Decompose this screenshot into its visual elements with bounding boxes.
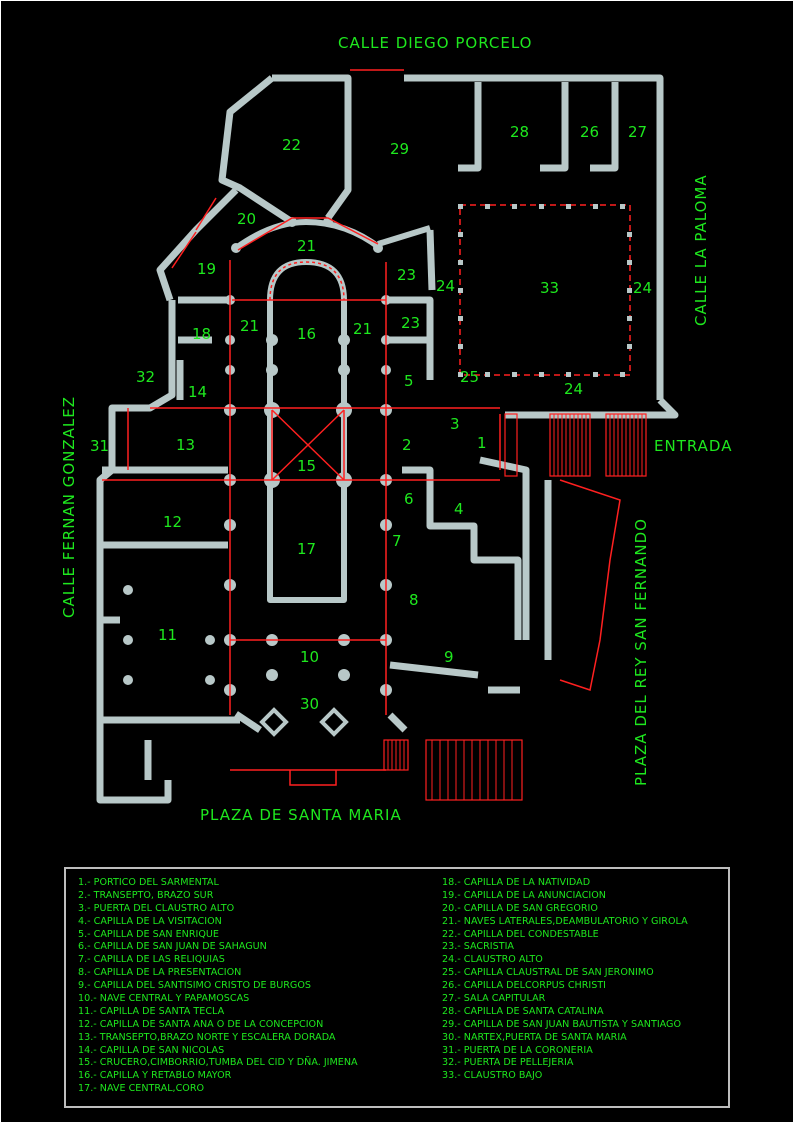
street-east: CALLE LA PALOMA xyxy=(692,174,710,326)
legend-item: 11.- CAPILLA DE SANTA TECLA xyxy=(78,1005,225,1017)
room-14: 14 xyxy=(188,383,207,401)
legend-item: 9.- CAPILLA DEL SANTISIMO CRISTO DE BURG… xyxy=(78,980,311,992)
legend-item: 21.- NAVES LATERALES,DEAMBULATORIO Y GIR… xyxy=(442,915,688,927)
room-12: 12 xyxy=(163,513,182,531)
legend-item: 17.- NAVE CENTRAL,CORO xyxy=(78,1083,205,1095)
legend-item: 20.- CAPILLA DE SAN GREGORIO xyxy=(442,902,598,914)
room-27: 27 xyxy=(628,123,647,141)
room-32: 32 xyxy=(136,368,155,386)
legend-item: 14.- CAPILLA DE SAN NICOLAS xyxy=(78,1044,225,1056)
room-number-labels: 1 2 3 4 5 6 7 8 9 10 11 12 13 14 15 16 1… xyxy=(90,123,652,713)
legend-item: 6.- CAPILLA DE SAN JUAN DE SAHAGUN xyxy=(78,941,267,953)
legend-item: 7.- CAPILLA DE LAS RELIQUIAS xyxy=(78,954,225,966)
street-southeast: PLAZA DEL REY SAN FERNANDO xyxy=(632,518,650,786)
legend-item: 23.- SACRISTIA xyxy=(442,941,514,953)
room-1: 1 xyxy=(477,434,487,452)
room-20: 20 xyxy=(237,210,256,228)
legend-item: 24.- CLAUSTRO ALTO xyxy=(442,954,543,966)
legend-item: 32.- PUERTA DE PELLEJERIA xyxy=(442,1057,574,1069)
room-4: 4 xyxy=(454,500,464,518)
stair-treads xyxy=(387,414,643,800)
room-5: 5 xyxy=(404,372,414,390)
room-23: 23 xyxy=(401,314,420,332)
room-29: 29 xyxy=(390,140,409,158)
legend-item: 27.- SALA CAPITULAR xyxy=(442,993,546,1005)
street-south: PLAZA DE SANTA MARIA xyxy=(200,806,402,824)
room-21-left: 21 xyxy=(240,317,259,335)
street-west: CALLE FERNAN GONZALEZ xyxy=(60,396,78,618)
entrance-label: ENTRADA xyxy=(654,437,733,455)
street-north: CALLE DIEGO PORCELO xyxy=(338,34,533,52)
legend-item: 16.- CAPILLA Y RETABLO MAYOR xyxy=(78,1070,232,1082)
legend-item: 19.- CAPILLA DE LA ANUNCIACION xyxy=(442,889,606,901)
room-24-right: 24 xyxy=(633,279,652,297)
cloister-columns xyxy=(458,204,632,377)
room-13: 13 xyxy=(176,436,195,454)
legend-item: 33.- CLAUSTRO BAJO xyxy=(442,1070,543,1082)
room-16: 16 xyxy=(297,325,316,343)
legend-item: 28.- CAPILLA DE SANTA CATALINA xyxy=(442,1005,604,1017)
room-19: 19 xyxy=(197,260,216,278)
room-26: 26 xyxy=(580,123,599,141)
legend-item: 31.- PUERTA DE LA CORONERIA xyxy=(442,1044,593,1056)
room-31: 31 xyxy=(90,437,109,455)
room-23-top: 23 xyxy=(397,266,416,284)
room-33: 33 xyxy=(540,279,559,297)
room-9: 9 xyxy=(444,648,454,666)
room-28: 28 xyxy=(510,123,529,141)
room-11: 11 xyxy=(158,626,177,644)
room-15: 15 xyxy=(297,457,316,475)
legend-item: 22.- CAPILLA DEL CONDESTABLE xyxy=(442,928,599,940)
legend-item: 15.- CRUCERO,CIMBORRIO,TUMBA DEL CID Y D… xyxy=(78,1057,358,1069)
legend-item: 25.- CAPILLA CLAUSTRAL DE SAN JERONIMO xyxy=(442,967,654,979)
room-25: 25 xyxy=(460,368,479,386)
legend-item: 26.- CAPILLA DELCORPUS CHRISTI xyxy=(442,980,607,992)
room-24-left: 24 xyxy=(436,277,455,295)
legend-item: 12.- CAPILLA DE SANTA ANA O DE LA CONCEP… xyxy=(78,1018,324,1030)
portal-shapes xyxy=(259,707,349,737)
legend-item: 3.- PUERTA DEL CLAUSTRO ALTO xyxy=(78,902,235,914)
room-6: 6 xyxy=(404,490,414,508)
legend-item: 1.- PORTICO DEL SARMENTAL xyxy=(78,877,219,888)
legend-item: 30.- NARTEX,PUERTA DE SANTA MARIA xyxy=(442,1031,627,1043)
legend-item: 4.- CAPILLA DE LA VISITACION xyxy=(78,915,222,927)
room-3: 3 xyxy=(450,415,460,433)
legend-item: 13.- TRANSEPTO,BRAZO NORTE Y ESCALERA DO… xyxy=(78,1031,336,1043)
room-2: 2 xyxy=(402,436,412,454)
legend-item: 10.- NAVE CENTRAL Y PAPAMOSCAS xyxy=(78,993,250,1005)
circulation-route xyxy=(102,69,631,786)
legend-item: 2.- TRANSEPTO, BRAZO SUR xyxy=(78,889,214,901)
floor-plan: 1 2 3 4 5 6 7 8 9 10 11 12 13 14 15 16 1… xyxy=(90,69,679,804)
legend-item: 5.- CAPILLA DE SAN ENRIQUE xyxy=(78,928,219,940)
room-18: 18 xyxy=(192,325,211,343)
room-24-bottom: 24 xyxy=(564,380,583,398)
plan-walls xyxy=(96,74,679,804)
room-21-right: 21 xyxy=(353,320,372,338)
room-17: 17 xyxy=(297,540,316,558)
legend-item: 8.- CAPILLA DE LA PRESENTACION xyxy=(78,967,242,979)
room-8: 8 xyxy=(409,591,419,609)
legend-item: 29.- CAPILLA DE SAN JUAN BAUTISTA Y SANT… xyxy=(442,1018,682,1030)
room-21-top: 21 xyxy=(297,237,316,255)
legend-item: 18.- CAPILLA DE LA NATIVIDAD xyxy=(442,877,591,888)
room-7: 7 xyxy=(392,532,402,550)
room-30: 30 xyxy=(300,695,319,713)
room-22: 22 xyxy=(282,136,301,154)
room-10: 10 xyxy=(300,648,319,666)
